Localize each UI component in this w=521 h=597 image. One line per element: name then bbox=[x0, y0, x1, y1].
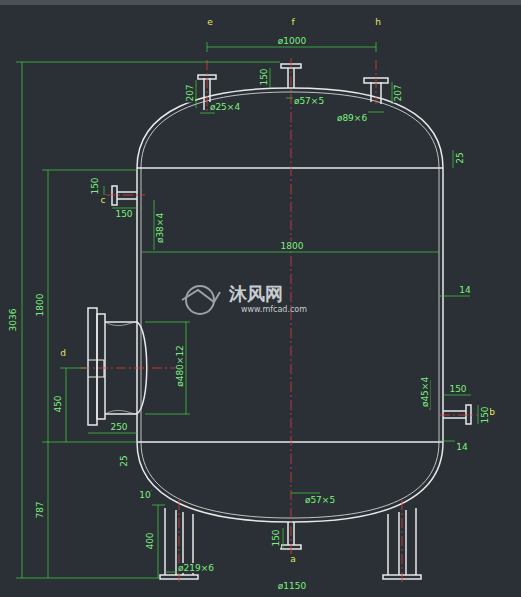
dimension-label: ø1150 bbox=[277, 581, 307, 591]
dimension-label: 207 bbox=[185, 83, 195, 102]
dimension-label: 1800 bbox=[35, 293, 45, 318]
dimension-label: 150 bbox=[448, 384, 467, 394]
dimension-label: a bbox=[289, 554, 297, 564]
dimension-label: ø57×5 bbox=[304, 495, 336, 505]
dimension-label: ø480×12 bbox=[175, 344, 185, 388]
dimension-label: 3036 bbox=[8, 308, 18, 333]
dimension-label: ø45×4 bbox=[420, 376, 430, 408]
dimension-label: 250 bbox=[109, 422, 128, 432]
dimension-label: ø38×4 bbox=[155, 212, 165, 244]
dimension-label: 450 bbox=[53, 394, 63, 413]
dimension-label: ø57×5 bbox=[293, 96, 325, 106]
dimension-label: 150 bbox=[480, 405, 490, 424]
dimension-label: 14 bbox=[455, 442, 468, 452]
dimension-label: 400 bbox=[145, 531, 155, 550]
dimension-label: 25 bbox=[455, 151, 465, 164]
dimension-label: f bbox=[290, 17, 295, 27]
dimension-label: ø219×6 bbox=[177, 563, 215, 573]
dimension-label: 150 bbox=[271, 528, 281, 547]
dimension-label: d bbox=[59, 348, 67, 358]
dimension-label: h bbox=[374, 17, 382, 27]
dimension-label: 787 bbox=[35, 500, 45, 519]
dimension-label: e bbox=[206, 17, 214, 27]
dimension-label: ø89×6 bbox=[336, 113, 368, 123]
dimension-label: c bbox=[100, 195, 107, 205]
watermark: 沐风网 bbox=[228, 284, 284, 304]
watermark: www.mfcad.com bbox=[240, 305, 308, 315]
dimension-label: ø25×4 bbox=[209, 102, 241, 112]
dimension-label: 10 bbox=[138, 490, 151, 500]
dimension-label: 25 bbox=[119, 454, 129, 467]
dimension-label: 150 bbox=[114, 209, 133, 219]
dimension-label: ø1000 bbox=[277, 36, 307, 46]
dimension-label: 207 bbox=[393, 83, 403, 102]
dimension-label: 150 bbox=[90, 176, 100, 195]
dimension-label: 14 bbox=[458, 285, 471, 295]
dimension-label: 1800 bbox=[280, 241, 305, 251]
dimension-label: 150 bbox=[259, 67, 269, 86]
